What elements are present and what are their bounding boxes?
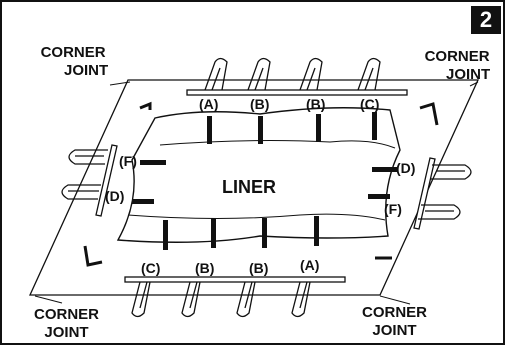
straps-bottom: [163, 216, 319, 250]
leader-top-left: [109, 81, 131, 86]
slot-label-bottom-1: (C): [141, 260, 161, 276]
corner-bracket-bl: [83, 245, 103, 267]
slot-label-bottom-3: (B): [249, 260, 269, 276]
left-rail: [61, 144, 118, 217]
slot-label-top-4: (C): [360, 96, 380, 112]
slot-label-top-1: (A): [199, 96, 219, 112]
corner-bracket-tl: [139, 101, 152, 110]
leader-bottom-right: [379, 295, 411, 305]
liner-label: LINER: [222, 177, 276, 197]
liner-sheet: [116, 107, 401, 243]
right-rail: [413, 157, 472, 230]
leader-top-right: [469, 81, 479, 87]
straps-sides: [132, 160, 398, 204]
liner-fold-top: [159, 140, 396, 149]
step-number-badge: 2: [471, 6, 501, 34]
slot-label-right-1: (D): [396, 160, 416, 176]
slot-label-right-2: (F): [384, 201, 402, 217]
slot-label-bottom-4: (A): [300, 257, 320, 273]
straps-top: [207, 112, 377, 144]
slot-label-top-3: (B): [306, 96, 326, 112]
slot-label-top-2: (B): [250, 96, 270, 112]
slot-label-bottom-2: (B): [195, 260, 215, 276]
bottom-rail: [124, 276, 346, 318]
leader-bottom-left: [34, 295, 63, 304]
top-rail: [186, 57, 408, 96]
liner-fold-bottom: [127, 213, 386, 221]
slot-label-left-2: (D): [105, 188, 125, 204]
corner-bracket-tr: [419, 102, 439, 126]
slot-label-left-1: (F): [119, 153, 137, 169]
